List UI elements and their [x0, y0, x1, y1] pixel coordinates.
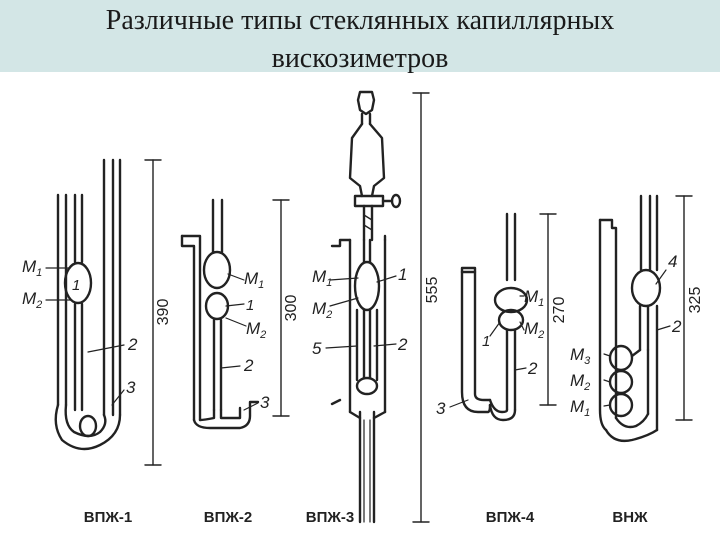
vpzh4-label-1: 1 [482, 333, 490, 350]
vpzh2-label-3: 3 [260, 393, 270, 412]
vnzh-label-2: 2 [671, 317, 682, 336]
viscometer-vpzh-3 [325, 90, 430, 524]
vpzh4-label-m1: M1 [524, 287, 544, 309]
vnzh-label-m3: M3 [570, 345, 591, 367]
viscometers-diagram: M1 1 M2 2 3 390 ВПЖ-1 M1 1 M2 2 3 300 ВП… [22, 90, 704, 526]
vpzh1-name: ВПЖ-1 [84, 509, 133, 526]
vpzh1-label-1: 1 [72, 277, 80, 294]
vpzh3-label-5: 5 [312, 339, 322, 358]
vpzh2-dimension: 300 [283, 295, 300, 322]
vpzh3-label-2: 2 [397, 335, 408, 354]
vpzh4-label-2: 2 [527, 359, 538, 378]
title-bar [0, 0, 720, 72]
vpzh4-name: ВПЖ-4 [486, 509, 535, 526]
viscometer-vnzh [598, 194, 693, 443]
vnzh-dimension: 325 [687, 287, 704, 314]
vpzh3-dimension: 555 [424, 277, 441, 304]
slide-title: Различные типы стеклянных капиллярных ви… [0, 0, 720, 78]
vpzh3-name: ВПЖ-3 [306, 509, 355, 526]
vnzh-label-m2: M2 [570, 371, 590, 393]
vpzh1-label-2: 2 [127, 335, 138, 354]
viscometer-vpzh-4 [449, 212, 557, 422]
title-line-2: вискозиметров [271, 43, 449, 74]
vpzh1-label-3: 3 [126, 378, 136, 397]
vpzh4-dimension: 270 [551, 297, 568, 324]
vpzh4-label-m2: M2 [524, 319, 544, 341]
vpzh2-label-m1: M1 [244, 269, 264, 291]
vnzh-label-m1: M1 [570, 397, 590, 419]
vpzh1-label-m2: M2 [22, 289, 42, 311]
vpzh2-label-m2: M2 [246, 319, 266, 341]
vpzh3-label-1: 1 [398, 265, 407, 284]
viscometer-vpzh-2 [180, 198, 290, 430]
title-line-1: Различные типы стеклянных капиллярных [105, 5, 615, 36]
vpzh2-label-1: 1 [246, 297, 254, 314]
vpzh1-dimension: 390 [155, 299, 172, 326]
vpzh3-label-m2: M2 [312, 299, 332, 321]
vpzh3-label-m1: M1 [312, 267, 332, 289]
vpzh1-label-m1: M1 [22, 257, 42, 279]
vpzh4-label-3: 3 [436, 399, 446, 418]
vnzh-name: ВНЖ [612, 509, 648, 526]
vpzh2-label-2: 2 [243, 356, 254, 375]
viscometer-vpzh-1 [45, 158, 162, 466]
vnzh-label-4: 4 [668, 252, 677, 271]
vpzh2-name: ВПЖ-2 [204, 509, 253, 526]
